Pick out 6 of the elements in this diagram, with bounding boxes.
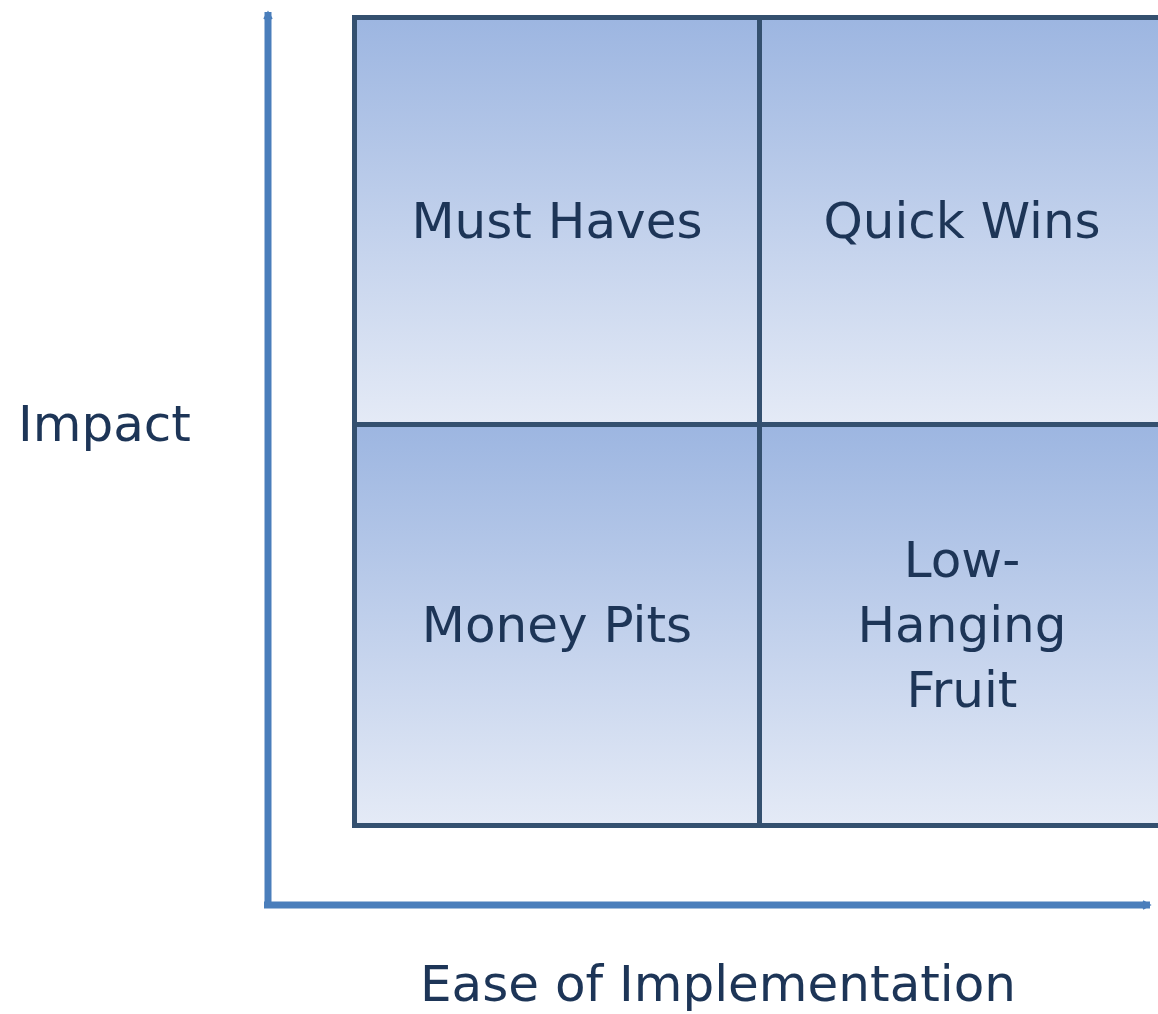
axis-label: Ease of Implementation bbox=[420, 955, 1017, 1013]
axis-label: Impact bbox=[18, 395, 191, 453]
quadrant-label: Low-Hanging Fruit bbox=[856, 529, 1068, 721]
quadrant-label: Money Pits bbox=[421, 594, 693, 656]
quadrant-label: Quick Wins bbox=[823, 190, 1101, 252]
quadrant-label: Must Haves bbox=[411, 190, 703, 252]
